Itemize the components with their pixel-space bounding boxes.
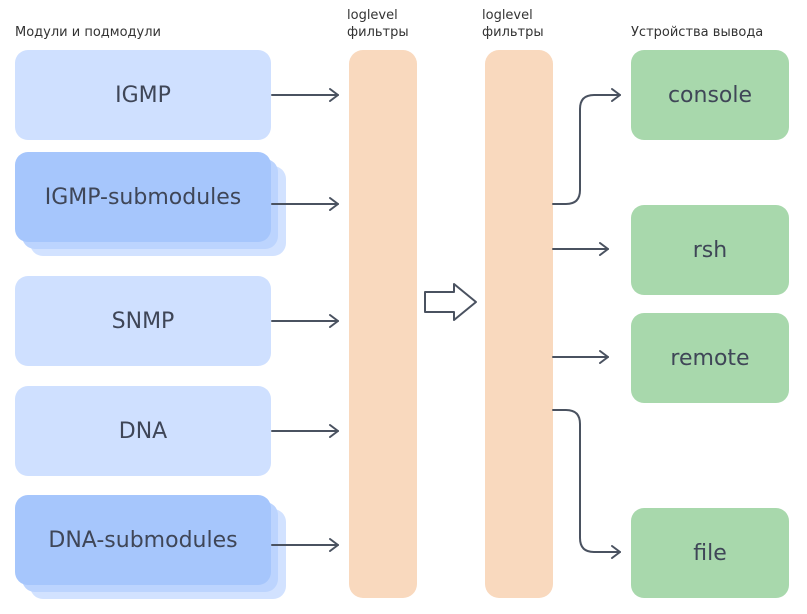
output-file-label: file xyxy=(693,540,727,566)
filter-2-header: loglevel фильтры xyxy=(482,7,544,41)
module-igmp-submodules-label: IGMP-submodules xyxy=(44,184,242,210)
module-dna: DNA xyxy=(15,386,271,476)
module-dna-submodules-label: DNA-submodules xyxy=(48,527,238,553)
filter-1-header-line2: фильтры xyxy=(347,25,409,40)
arrow-snmp-to-filter xyxy=(271,314,339,328)
arrow-filter-to-rsh xyxy=(552,242,609,256)
outputs-header: Устройства вывода xyxy=(631,25,764,40)
loglevel-filter-2 xyxy=(485,50,553,598)
module-igmp-label: IGMP xyxy=(115,82,171,108)
output-console: console xyxy=(631,50,789,140)
filter-2-header-line1: loglevel xyxy=(482,8,533,23)
output-remote-label: remote xyxy=(670,345,750,371)
filter-1-header-line1: loglevel xyxy=(347,8,398,23)
arrow-filter-to-remote xyxy=(552,350,609,364)
arrow-igmp-to-filter xyxy=(271,88,339,102)
output-rsh-label: rsh xyxy=(692,237,728,263)
module-snmp-label: SNMP xyxy=(111,308,175,334)
module-igmp-submodules: IGMP-submodules xyxy=(15,152,271,242)
filter-1-header: loglevel фильтры xyxy=(347,7,409,41)
module-snmp: SNMP xyxy=(15,276,271,366)
arrow-igmp-submodules-to-filter xyxy=(271,197,339,211)
arrow-filter-to-file xyxy=(552,409,621,559)
loglevel-filter-1 xyxy=(349,50,417,598)
module-dna-submodules: DNA-submodules xyxy=(15,495,271,585)
output-remote: remote xyxy=(631,313,789,403)
module-dna-label: DNA xyxy=(118,418,168,444)
output-file: file xyxy=(631,508,789,598)
arrow-dna-to-filter xyxy=(271,424,339,438)
filter-2-header-line2: фильтры xyxy=(482,25,544,40)
output-console-label: console xyxy=(667,82,753,108)
module-igmp: IGMP xyxy=(15,50,271,140)
output-rsh: rsh xyxy=(631,205,789,295)
flow-block-arrow xyxy=(424,283,477,321)
modules-header: Модули и подмодули xyxy=(15,25,161,40)
arrow-filter-to-console xyxy=(552,88,621,205)
arrow-dna-submodules-to-filter xyxy=(271,538,339,552)
